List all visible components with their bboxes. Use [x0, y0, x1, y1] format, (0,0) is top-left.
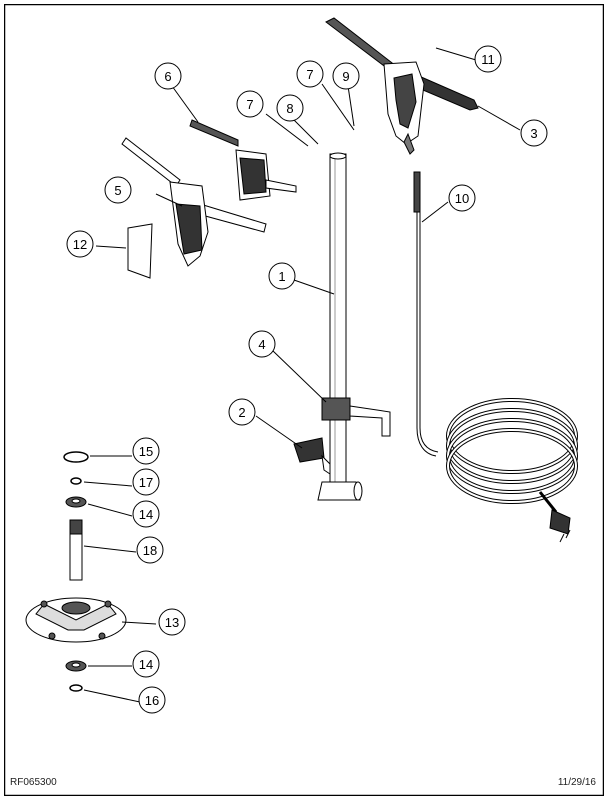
callout-9-label: 9 — [342, 69, 349, 84]
callout-4-label: 4 — [258, 337, 265, 352]
callout-7a-label: 7 — [246, 97, 253, 112]
callout-14a: 14 — [132, 500, 160, 528]
callout-8-label: 8 — [286, 101, 293, 116]
callout-13: 13 — [158, 608, 186, 636]
callout-12: 12 — [66, 230, 94, 258]
callout-10-label: 10 — [455, 191, 469, 206]
callout-17: 17 — [132, 468, 160, 496]
callout-6-label: 6 — [164, 69, 171, 84]
part-10-power-cord — [413, 171, 578, 513]
callout-9: 9 — [332, 62, 360, 90]
callout-14b: 14 — [132, 650, 160, 678]
part-4-cord-hook — [321, 397, 391, 437]
callout-7a: 7 — [236, 90, 264, 118]
callout-6: 6 — [154, 62, 182, 90]
part-17-snap-ring — [70, 477, 82, 485]
part-13-base-plate — [25, 597, 127, 643]
callout-5: 5 — [104, 176, 132, 204]
callout-1: 1 — [268, 262, 296, 290]
callout-8: 8 — [276, 94, 304, 122]
tube-base-tee — [317, 481, 363, 501]
leader-lines — [83, 47, 521, 703]
part-16-washer — [69, 684, 83, 692]
callout-17-label: 17 — [139, 475, 153, 490]
callout-13-label: 13 — [165, 615, 179, 630]
parts-diagram: 1 2 3 4 5 6 7 7 8 9 10 11 — [4, 4, 604, 796]
part-15-retaining-ring — [63, 451, 89, 463]
part-3-upper-handle — [325, 17, 479, 155]
callout-7b-label: 7 — [306, 67, 313, 82]
callout-5-label: 5 — [114, 183, 121, 198]
callout-15: 15 — [132, 437, 160, 465]
callout-16-label: 16 — [145, 693, 159, 708]
callout-15-label: 15 — [139, 444, 153, 459]
callout-2-label: 2 — [238, 405, 245, 420]
part-6-switch-assembly — [189, 119, 297, 201]
callout-14a-label: 14 — [139, 507, 153, 522]
part-5-lower-handle — [121, 137, 267, 267]
callout-11: 11 — [474, 45, 502, 73]
callout-2: 2 — [228, 398, 256, 426]
part-14-bearing-upper — [65, 496, 87, 508]
callout-18-label: 18 — [143, 543, 157, 558]
reference-code: RF065300 — [10, 777, 57, 788]
callout-10: 10 — [448, 184, 476, 212]
callout-18: 18 — [136, 536, 164, 564]
callout-12-label: 12 — [73, 237, 87, 252]
callout-7b: 7 — [296, 60, 324, 88]
callout-11-label: 11 — [481, 52, 495, 67]
part-2-plug-bracket — [293, 437, 331, 475]
callout-4: 4 — [248, 330, 276, 358]
power-plug — [549, 509, 571, 543]
callout-14b-label: 14 — [139, 657, 153, 672]
drawing-date: 11/29/16 — [557, 777, 596, 788]
callout-1-label: 1 — [278, 269, 285, 284]
part-1-main-tube — [329, 152, 347, 485]
callout-16: 16 — [138, 686, 166, 714]
part-12-decal — [127, 223, 153, 279]
callout-3: 3 — [520, 119, 548, 147]
part-14-bearing-lower — [65, 660, 87, 672]
callout-3-label: 3 — [530, 126, 537, 141]
part-18-shaft — [69, 519, 83, 581]
